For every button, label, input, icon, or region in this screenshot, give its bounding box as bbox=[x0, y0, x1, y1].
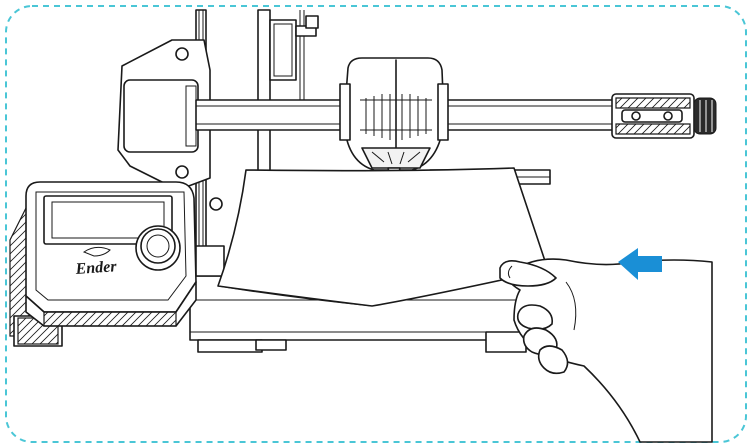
leveling-paper bbox=[217, 167, 549, 307]
belt-tensioner bbox=[611, 93, 717, 139]
hand-illustration bbox=[499, 258, 713, 443]
control-box bbox=[9, 181, 197, 347]
dragon-logo-icon bbox=[82, 246, 111, 257]
brand-logo-text: Ender bbox=[74, 258, 118, 278]
push-arrow-icon bbox=[618, 248, 662, 280]
x-axis-motor-plate bbox=[117, 39, 223, 211]
dashed-frame bbox=[5, 5, 747, 443]
print-head bbox=[339, 57, 449, 184]
